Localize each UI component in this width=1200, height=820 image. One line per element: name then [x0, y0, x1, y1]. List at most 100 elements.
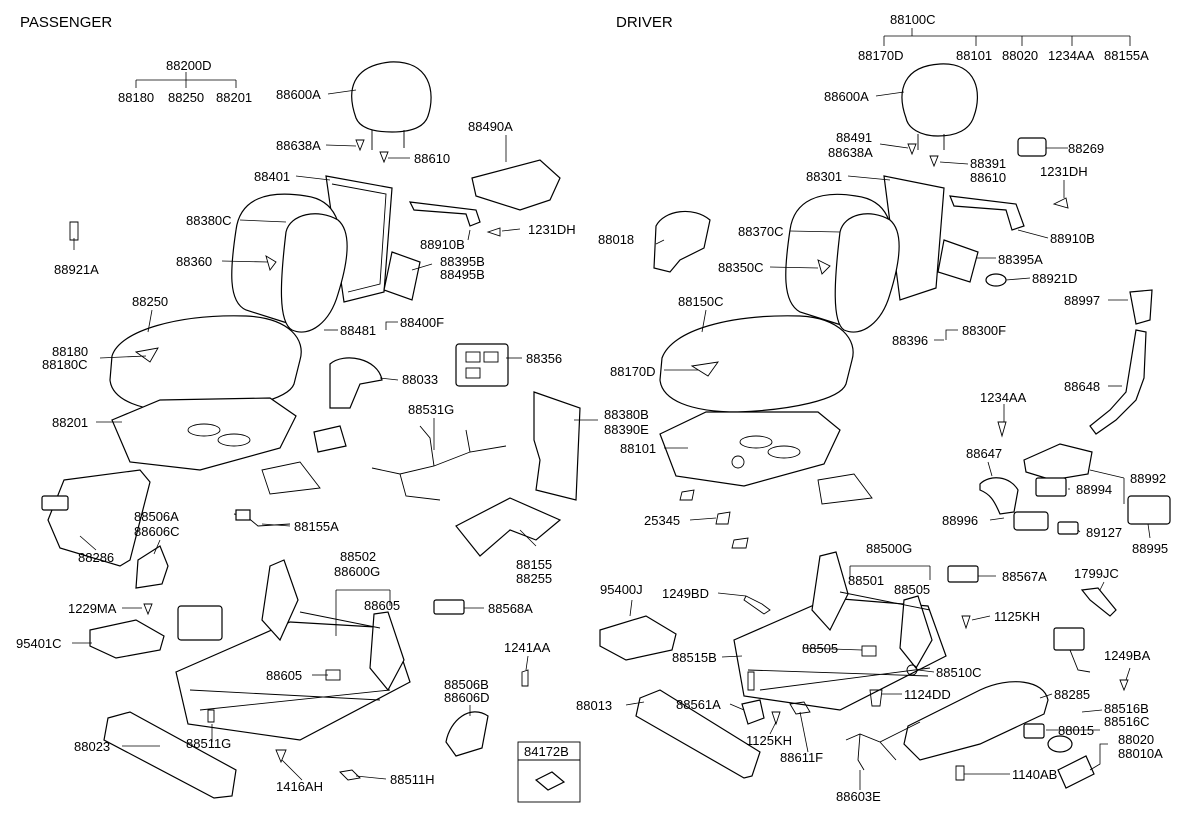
passenger-ecu: [89, 619, 165, 659]
label-88605-lower: 88605: [266, 668, 302, 683]
driver-seat-track: [733, 551, 947, 711]
label-88010A: 88010A: [1118, 746, 1163, 761]
label-88510C: 88510C: [936, 665, 982, 680]
label-88921A: 88921A: [54, 262, 99, 277]
label-88360: 88360: [176, 254, 212, 269]
label-88101: 88101: [620, 441, 656, 456]
label-88155: 88155: [516, 557, 552, 572]
driver-1231DH-bolt: [1052, 197, 1069, 209]
passenger-front-cover: [135, 545, 169, 589]
driver-88611F-bracket: [789, 701, 811, 715]
passenger-heater-pad-back: [533, 391, 581, 501]
driver-88285-side-cover: [903, 681, 1049, 761]
label-88396: 88396: [892, 333, 928, 348]
label-88285: 88285: [1054, 687, 1090, 702]
label-88515B: 88515B: [672, 650, 717, 665]
driver-seat-pan: [659, 411, 873, 505]
passenger-motor: [177, 605, 223, 641]
driver-88603E-harness: [845, 721, 921, 771]
driver-switch-88516: [1053, 627, 1091, 673]
label-88995: 88995: [1132, 541, 1168, 556]
label-88286: 88286: [78, 550, 114, 565]
label-88356: 88356: [526, 351, 562, 366]
label-95401C: 95401C: [16, 636, 62, 651]
label-88395B: 88395B: [440, 254, 485, 269]
driver-lumbar-hose: [1089, 329, 1147, 435]
label-88250: 88250: [132, 294, 168, 309]
passenger-bolt-88511G: [207, 709, 215, 723]
label-88505-lower: 88505: [802, 641, 838, 656]
label-88611F: 88611F: [780, 750, 823, 765]
driver-lumbar-strap: [949, 195, 1025, 231]
label-95400J: 95400J: [600, 582, 643, 597]
label-88997: 88997: [1064, 293, 1100, 308]
label-88200D: 88200D: [166, 58, 212, 73]
label-88610-driver: 88610: [970, 170, 1006, 185]
label-88481: 88481: [340, 323, 376, 338]
driver-89127-connector: [1057, 521, 1079, 535]
label-88516B: 88516B: [1104, 701, 1149, 716]
passenger-headrest: [351, 61, 432, 150]
driver-88491-bolts: [907, 143, 939, 168]
label-1249BD: 1249BD: [662, 586, 709, 601]
label-88600G: 88600G: [334, 564, 380, 579]
label-88020: 88020: [1118, 732, 1154, 747]
label-1799JC: 1799JC: [1074, 566, 1119, 581]
passenger-screw: [521, 669, 529, 687]
passenger-cushion-pad: [471, 159, 561, 211]
label-88300F: 88300F: [962, 323, 1006, 338]
label-88511G: 88511G: [186, 736, 231, 751]
label-88400F: 88400F: [400, 315, 444, 330]
driver-ecu: [599, 615, 677, 661]
label-88495B: 88495B: [440, 267, 485, 282]
passenger-connector: [233, 509, 291, 527]
label-1249BA: 1249BA: [1104, 648, 1151, 663]
label-88395A: 88395A: [998, 252, 1043, 267]
driver-pump-module: [1023, 443, 1093, 481]
driver-seat-cushion: [659, 315, 854, 413]
label-1416AH: 1416AH: [276, 779, 323, 794]
passenger-side-cover: [47, 469, 151, 567]
passenger-wiring-harness: [371, 425, 507, 501]
label-88201: 88201: [52, 415, 88, 430]
label-88561A: 88561A: [676, 697, 721, 712]
label-88490A: 88490A: [468, 119, 513, 134]
passenger-labels: 88200D 88180 88250 88201 88600A 88638A 8…: [16, 58, 649, 794]
label-1229MA: 1229MA: [68, 601, 117, 616]
passenger-seat-cushion: [109, 315, 302, 413]
label-88180: 88180: [52, 344, 88, 359]
label-88648: 88648: [1064, 379, 1100, 394]
driver-88995-module: [1127, 495, 1171, 525]
label-88015: 88015: [1058, 723, 1094, 738]
passenger-heater-pad-cushion: [455, 497, 562, 557]
label-88390E: 88390E: [604, 422, 649, 437]
inset-84172B: [517, 741, 581, 803]
passenger-rear-cover: [445, 711, 489, 757]
passenger-bolt-1229MA: [143, 603, 153, 616]
label-88391: 88391: [970, 156, 1006, 171]
label-88647: 88647: [966, 446, 1002, 461]
driver-1140AB-bolt: [955, 765, 965, 781]
label-88516C: 88516C: [1104, 714, 1150, 729]
label-88370C: 88370C: [738, 224, 784, 239]
passenger-bolt-1231DH: [486, 227, 501, 237]
driver-1125KH-bolts: [771, 615, 971, 726]
label-88201-top: 88201: [216, 90, 252, 105]
label-88505-upper: 88505: [894, 582, 930, 597]
passenger-switch: [455, 343, 509, 387]
driver-1234AA-bolt: [997, 421, 1007, 438]
label-88502: 88502: [340, 549, 376, 564]
label-88600A: 88600A: [276, 87, 321, 102]
label-1231DH: 1231DH: [528, 222, 576, 237]
label-88020-top: 88020: [1002, 48, 1038, 63]
label-88155A: 88155A: [294, 519, 339, 534]
driver-grommet-88921D: [985, 273, 1007, 287]
label-88401: 88401: [254, 169, 290, 184]
passenger-back-panel: [383, 251, 421, 301]
driver-1124DD-bolt: [869, 689, 883, 707]
label-88568A: 88568A: [488, 601, 533, 616]
driver-headrest: [901, 63, 978, 150]
driver-side-shield: [653, 210, 711, 273]
label-88100C: 88100C: [890, 12, 936, 27]
